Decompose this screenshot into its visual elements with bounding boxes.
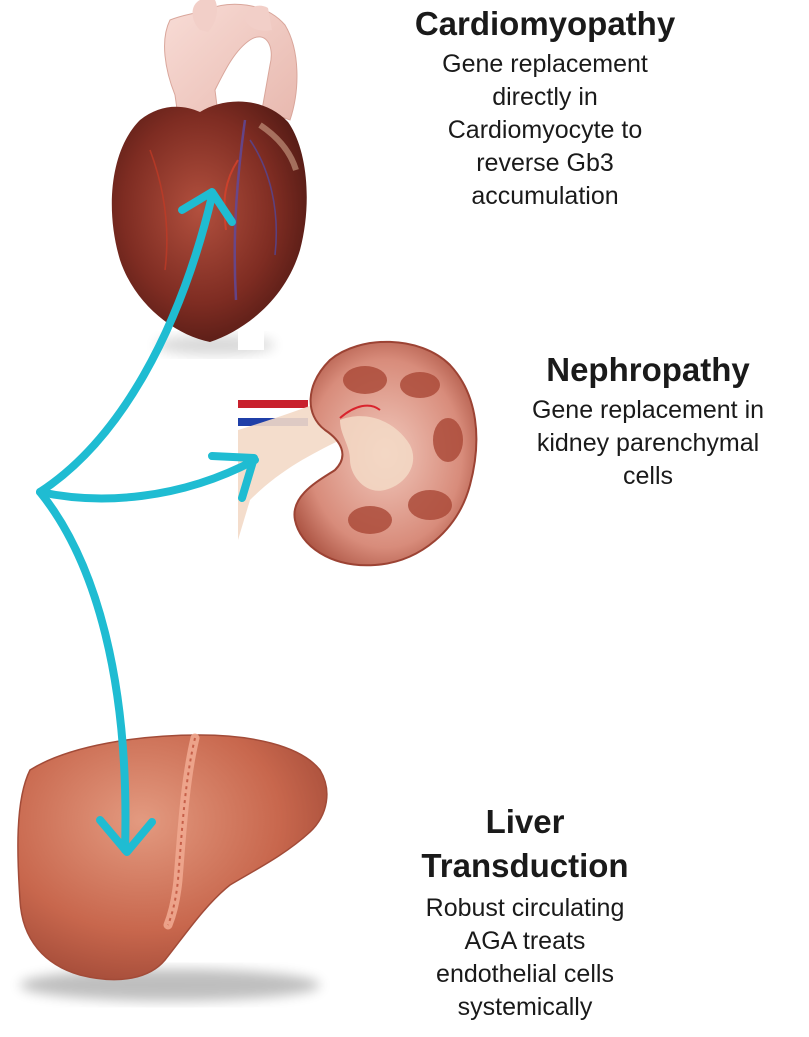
- cardiomyopathy-line: accumulation: [471, 182, 618, 210]
- liver-line: systemically: [458, 993, 593, 1021]
- nephropathy-callout: Nephropathy Gene replacement in kidney p…: [498, 350, 798, 493]
- heart-illustration: [112, 0, 307, 355]
- nephropathy-line: cells: [623, 462, 673, 490]
- nephropathy-description: Gene replacement in kidney parenchymal c…: [498, 394, 798, 493]
- liver-title: Liver Transduction: [385, 800, 665, 888]
- nephropathy-line: kidney parenchymal: [537, 429, 759, 457]
- cardiomyopathy-line: directly in: [492, 83, 598, 111]
- cardiomyopathy-callout: Cardiomyopathy Gene replacement directly…: [385, 4, 705, 213]
- liver-callout: Liver Transduction Robust circulating AG…: [385, 800, 665, 1024]
- cardiomyopathy-line: reverse Gb3: [476, 149, 614, 177]
- liver-line: Robust circulating: [426, 894, 625, 922]
- liver-line: AGA treats: [465, 927, 586, 955]
- liver-title-line: Transduction: [421, 847, 628, 884]
- cardiomyopathy-line: Cardiomyocyte to: [448, 116, 643, 144]
- cardiomyopathy-title: Cardiomyopathy: [385, 4, 705, 44]
- liver-title-line: Liver: [486, 803, 565, 840]
- cardiomyopathy-description: Gene replacement directly in Cardiomyocy…: [385, 48, 705, 213]
- nephropathy-title: Nephropathy: [498, 350, 798, 390]
- kidney-illustration: [238, 342, 476, 565]
- nephropathy-line: Gene replacement in: [532, 396, 764, 424]
- cardiomyopathy-line: Gene replacement: [442, 50, 648, 78]
- liver-line: endothelial cells: [436, 960, 614, 988]
- liver-description: Robust circulating AGA treats endothelia…: [385, 892, 665, 1024]
- liver-illustration: [18, 735, 327, 1001]
